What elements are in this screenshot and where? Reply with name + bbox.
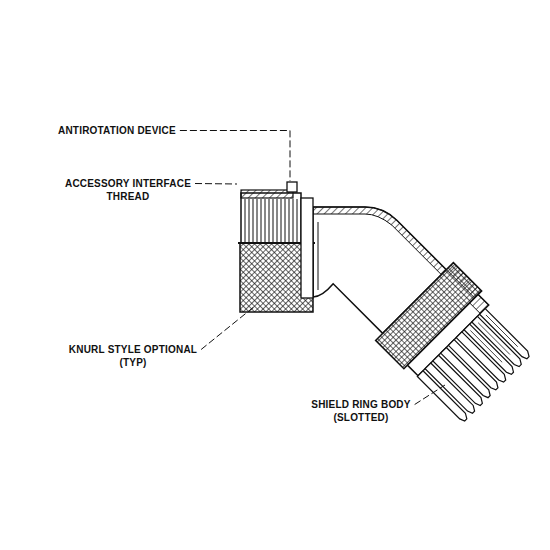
- thread-section: [241, 193, 301, 243]
- thread-line: [285, 199, 286, 242]
- thread-lines: [245, 199, 297, 242]
- nut-section: [241, 190, 293, 198]
- leader-line: [180, 131, 290, 182]
- leader-line: [415, 385, 445, 405]
- finger-detail: [486, 315, 518, 347]
- finger-detail: [470, 330, 502, 362]
- thread-line: [265, 199, 266, 242]
- leader-line: [201, 306, 255, 350]
- thread-line: [249, 199, 250, 242]
- bore-line: [318, 222, 319, 290]
- part-label: KNURL STYLE OPTIONAL (TYP): [58, 343, 208, 369]
- thread-line: [253, 199, 254, 242]
- part-label: ACCESSORY INTERFACE THREAD: [58, 177, 198, 203]
- shield-finger: [417, 371, 466, 421]
- thread-line: [281, 199, 282, 242]
- ring-section: [446, 263, 481, 298]
- thread-line: [245, 199, 246, 242]
- part-label: ANTIROTATION DEVICE: [58, 124, 228, 137]
- thread-line: [293, 199, 294, 242]
- nut-rear-face: [301, 198, 313, 298]
- thread-line: [269, 199, 270, 242]
- thread-line: [277, 199, 278, 242]
- coupling-nut: [238, 182, 315, 312]
- thread-line: [261, 199, 262, 242]
- thread-line: [273, 199, 274, 242]
- thread-line: [297, 199, 298, 242]
- finger-detail: [478, 323, 510, 355]
- wall-section: [313, 207, 446, 275]
- thread-line: [257, 199, 258, 242]
- part-label: SHIELD RING BODY (SLOTTED): [296, 398, 426, 424]
- antirotation-device: [287, 182, 297, 192]
- backshell-body: [313, 207, 529, 421]
- leader-line: [195, 183, 237, 185]
- thread-line: [289, 199, 290, 242]
